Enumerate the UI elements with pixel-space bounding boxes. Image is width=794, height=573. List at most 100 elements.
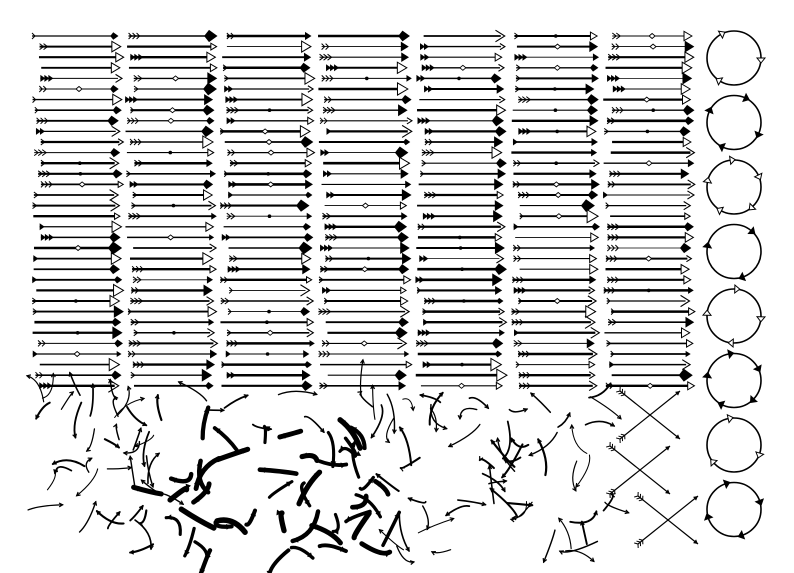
straight-arrow (610, 212, 692, 221)
straight-arrow (125, 125, 214, 138)
straight-arrow (611, 368, 693, 382)
straight-arrow (421, 158, 507, 169)
scribble-arrow (399, 456, 421, 472)
straight-arrow (31, 294, 121, 308)
scribble-arrow (244, 508, 257, 527)
straight-arrow (32, 199, 121, 212)
scribble-arrow (266, 548, 291, 573)
scribble-arrow (350, 439, 361, 479)
scribble-arrow-field (25, 358, 630, 573)
straight-arrow (518, 371, 596, 380)
scribble-arrow (85, 428, 96, 452)
straight-arrow (32, 326, 123, 340)
arrow-wreath (706, 30, 767, 86)
scribble-arrow (588, 382, 612, 399)
scribble-arrow (147, 452, 161, 485)
straight-arrow (605, 61, 693, 75)
straight-arrow (226, 116, 315, 126)
straight-arrow (513, 169, 597, 179)
straight-arrow (128, 63, 218, 73)
straight-arrow (419, 168, 507, 180)
scribble-arrow (457, 407, 478, 421)
scribble-arrow (468, 396, 490, 410)
straight-arrow (512, 244, 596, 252)
scribble-arrow (155, 492, 185, 505)
straight-arrow (229, 158, 313, 168)
straight-arrow (219, 124, 312, 138)
scribble-arrow (95, 510, 125, 525)
straight-arrow (130, 284, 213, 297)
straight-arrow (416, 241, 505, 255)
straight-arrow (606, 338, 694, 348)
scribble-arrow (277, 390, 318, 396)
straight-arrow (318, 82, 409, 96)
straight-arrow (607, 231, 695, 244)
scribble-arrow (537, 438, 548, 477)
scribble-arrow (396, 545, 416, 565)
straight-arrow (514, 31, 599, 41)
straight-arrow (417, 104, 507, 117)
straight-arrow (424, 126, 507, 137)
scribble-arrow (193, 456, 222, 492)
straight-arrow (416, 285, 503, 295)
straight-arrow (511, 148, 598, 157)
scribble-arrow (191, 481, 212, 505)
straight-arrow (321, 180, 412, 189)
scribble-arrow (357, 390, 374, 408)
straight-arrow (33, 252, 123, 266)
scribble-arrow (430, 549, 452, 556)
straight-arrow (417, 115, 505, 127)
scribble-arrow (177, 381, 208, 402)
scribble-arrow (487, 464, 495, 505)
straight-arrow (518, 125, 597, 138)
scribble-arrow (183, 526, 196, 558)
straight-arrow (221, 380, 313, 392)
scribble-arrow (262, 424, 271, 445)
straight-arrow (128, 338, 219, 349)
straight-arrow (423, 190, 505, 200)
straight-arrow (421, 63, 506, 72)
straight-arrow (32, 93, 123, 106)
straight-arrow (603, 94, 692, 106)
straight-arrow (424, 84, 505, 94)
straight-arrow (36, 115, 119, 127)
straight-arrow (129, 251, 214, 266)
straight-arrow (39, 357, 121, 372)
scribble-arrow (212, 426, 239, 452)
scribble-arrow (78, 500, 98, 533)
scribble-arrow (290, 509, 321, 544)
scribble-arrow (276, 509, 287, 534)
straight-arrow (603, 190, 696, 200)
straight-arrow (513, 286, 596, 295)
straight-arrow (415, 368, 508, 383)
straight-arrow (517, 348, 598, 360)
straight-arrow (318, 138, 411, 146)
scribble-arrow (317, 543, 348, 554)
scribble-arrow (358, 475, 375, 491)
straight-arrow (228, 284, 311, 297)
scribble-arrow (402, 398, 416, 412)
straight-arrow (129, 135, 215, 149)
scribble-arrow (85, 457, 93, 473)
straight-arrow (605, 263, 691, 275)
straight-arrow (320, 360, 413, 369)
arrow-wreath (702, 223, 762, 282)
scribble-arrow (27, 502, 64, 511)
straight-arrow (224, 71, 316, 86)
straight-arrow (130, 51, 217, 64)
straight-arrow (132, 275, 214, 284)
straight-arrow (611, 40, 695, 53)
scribble-arrow (141, 430, 151, 468)
scribble-arrow (510, 437, 530, 448)
straight-arrow (323, 94, 412, 105)
scribble-arrow (277, 428, 304, 440)
scribble-arrow (257, 467, 299, 476)
straight-arrow (222, 62, 311, 73)
straight-arrow (40, 180, 125, 189)
scribble-arrow (128, 543, 155, 555)
straight-arrow (319, 52, 410, 63)
scribble-arrow (132, 427, 143, 451)
straight-arrow (225, 92, 314, 107)
scribble-arrow (337, 417, 363, 451)
straight-arrow (422, 210, 503, 223)
